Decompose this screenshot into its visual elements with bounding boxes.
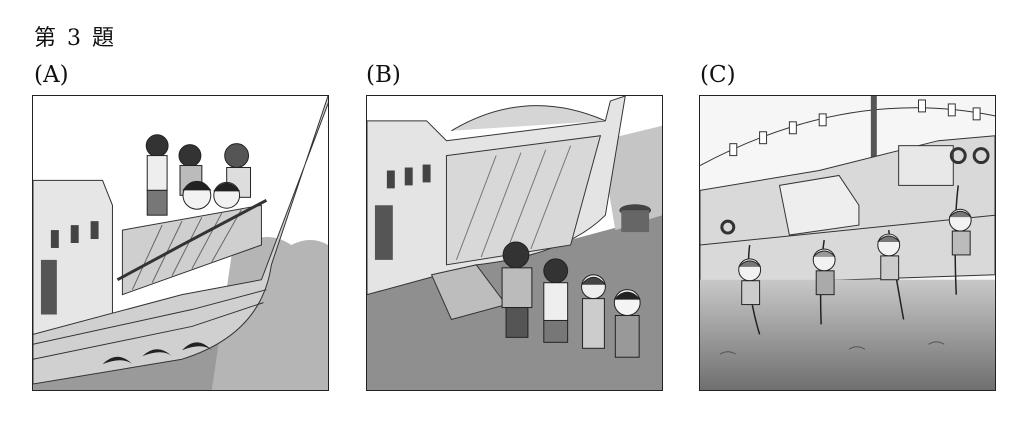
question-title: 第 3 題	[34, 26, 116, 51]
rope-climbing-children-drawing	[700, 96, 995, 390]
option-c-illustration[interactable]	[699, 95, 996, 391]
pier-gangway-children-drawing	[367, 96, 662, 390]
option-b-label: (B)	[366, 62, 401, 88]
ship-deck-children-drawing	[33, 96, 328, 390]
option-b-illustration[interactable]	[366, 95, 663, 391]
option-c-label: (C)	[700, 62, 736, 88]
option-a-label: (A)	[34, 62, 69, 88]
option-a-illustration[interactable]	[32, 95, 329, 391]
